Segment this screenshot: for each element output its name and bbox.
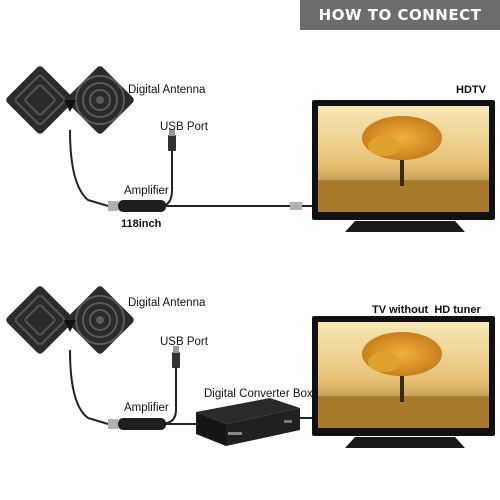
converter-box-label: Digital Converter Box bbox=[204, 388, 313, 400]
bottom-amplifier bbox=[108, 418, 166, 430]
tv-without-hd-tuner bbox=[312, 316, 495, 448]
how-to-connect-banner: HOW TO CONNECT bbox=[300, 0, 500, 30]
bottom-usb-cable bbox=[159, 368, 177, 425]
bottom-usb-label: USB Port bbox=[160, 336, 208, 348]
bottom-antenna bbox=[3, 283, 137, 357]
top-amplifier-label: Amplifier bbox=[124, 185, 169, 197]
bottom-antenna-label: Digital Antenna bbox=[128, 297, 206, 309]
tv-without-hd-tuner-label: TV without HD tuner bbox=[372, 304, 481, 316]
top-antenna-cable bbox=[69, 129, 109, 207]
top-antenna-label: Digital Antenna bbox=[128, 84, 206, 96]
top-usb-label: USB Port bbox=[160, 121, 208, 133]
bottom-usb-plug bbox=[172, 352, 180, 368]
cable-length-label: 118inch bbox=[121, 218, 162, 230]
top-antenna bbox=[3, 63, 137, 137]
top-usb-cable bbox=[159, 150, 173, 207]
converter-box bbox=[196, 398, 300, 446]
bottom-antenna-cable bbox=[69, 349, 109, 425]
top-amplifier bbox=[108, 200, 166, 212]
hdtv-label: HDTV bbox=[456, 84, 486, 96]
hdtv bbox=[312, 100, 495, 232]
top-usb-plug bbox=[168, 135, 176, 151]
bottom-amplifier-label: Amplifier bbox=[124, 402, 169, 414]
